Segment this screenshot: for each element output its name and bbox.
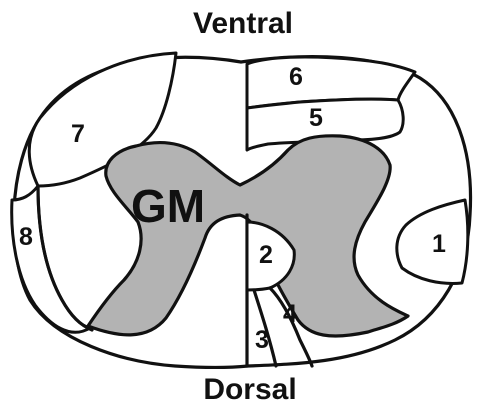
tract-region-8 bbox=[12, 186, 90, 332]
region-label-4: 4 bbox=[283, 300, 297, 328]
region-label-6: 6 bbox=[289, 63, 303, 91]
region-label-5: 5 bbox=[309, 104, 323, 132]
region-label-1: 1 bbox=[432, 230, 446, 258]
region-label-2: 2 bbox=[259, 241, 273, 269]
grey-matter-label: GM bbox=[131, 180, 205, 232]
ventral-label: Ventral bbox=[193, 7, 293, 40]
region-label-8: 8 bbox=[19, 223, 33, 251]
region-label-7: 7 bbox=[71, 120, 85, 148]
dorsal-label: Dorsal bbox=[203, 373, 296, 406]
region-label-3: 3 bbox=[255, 326, 269, 354]
